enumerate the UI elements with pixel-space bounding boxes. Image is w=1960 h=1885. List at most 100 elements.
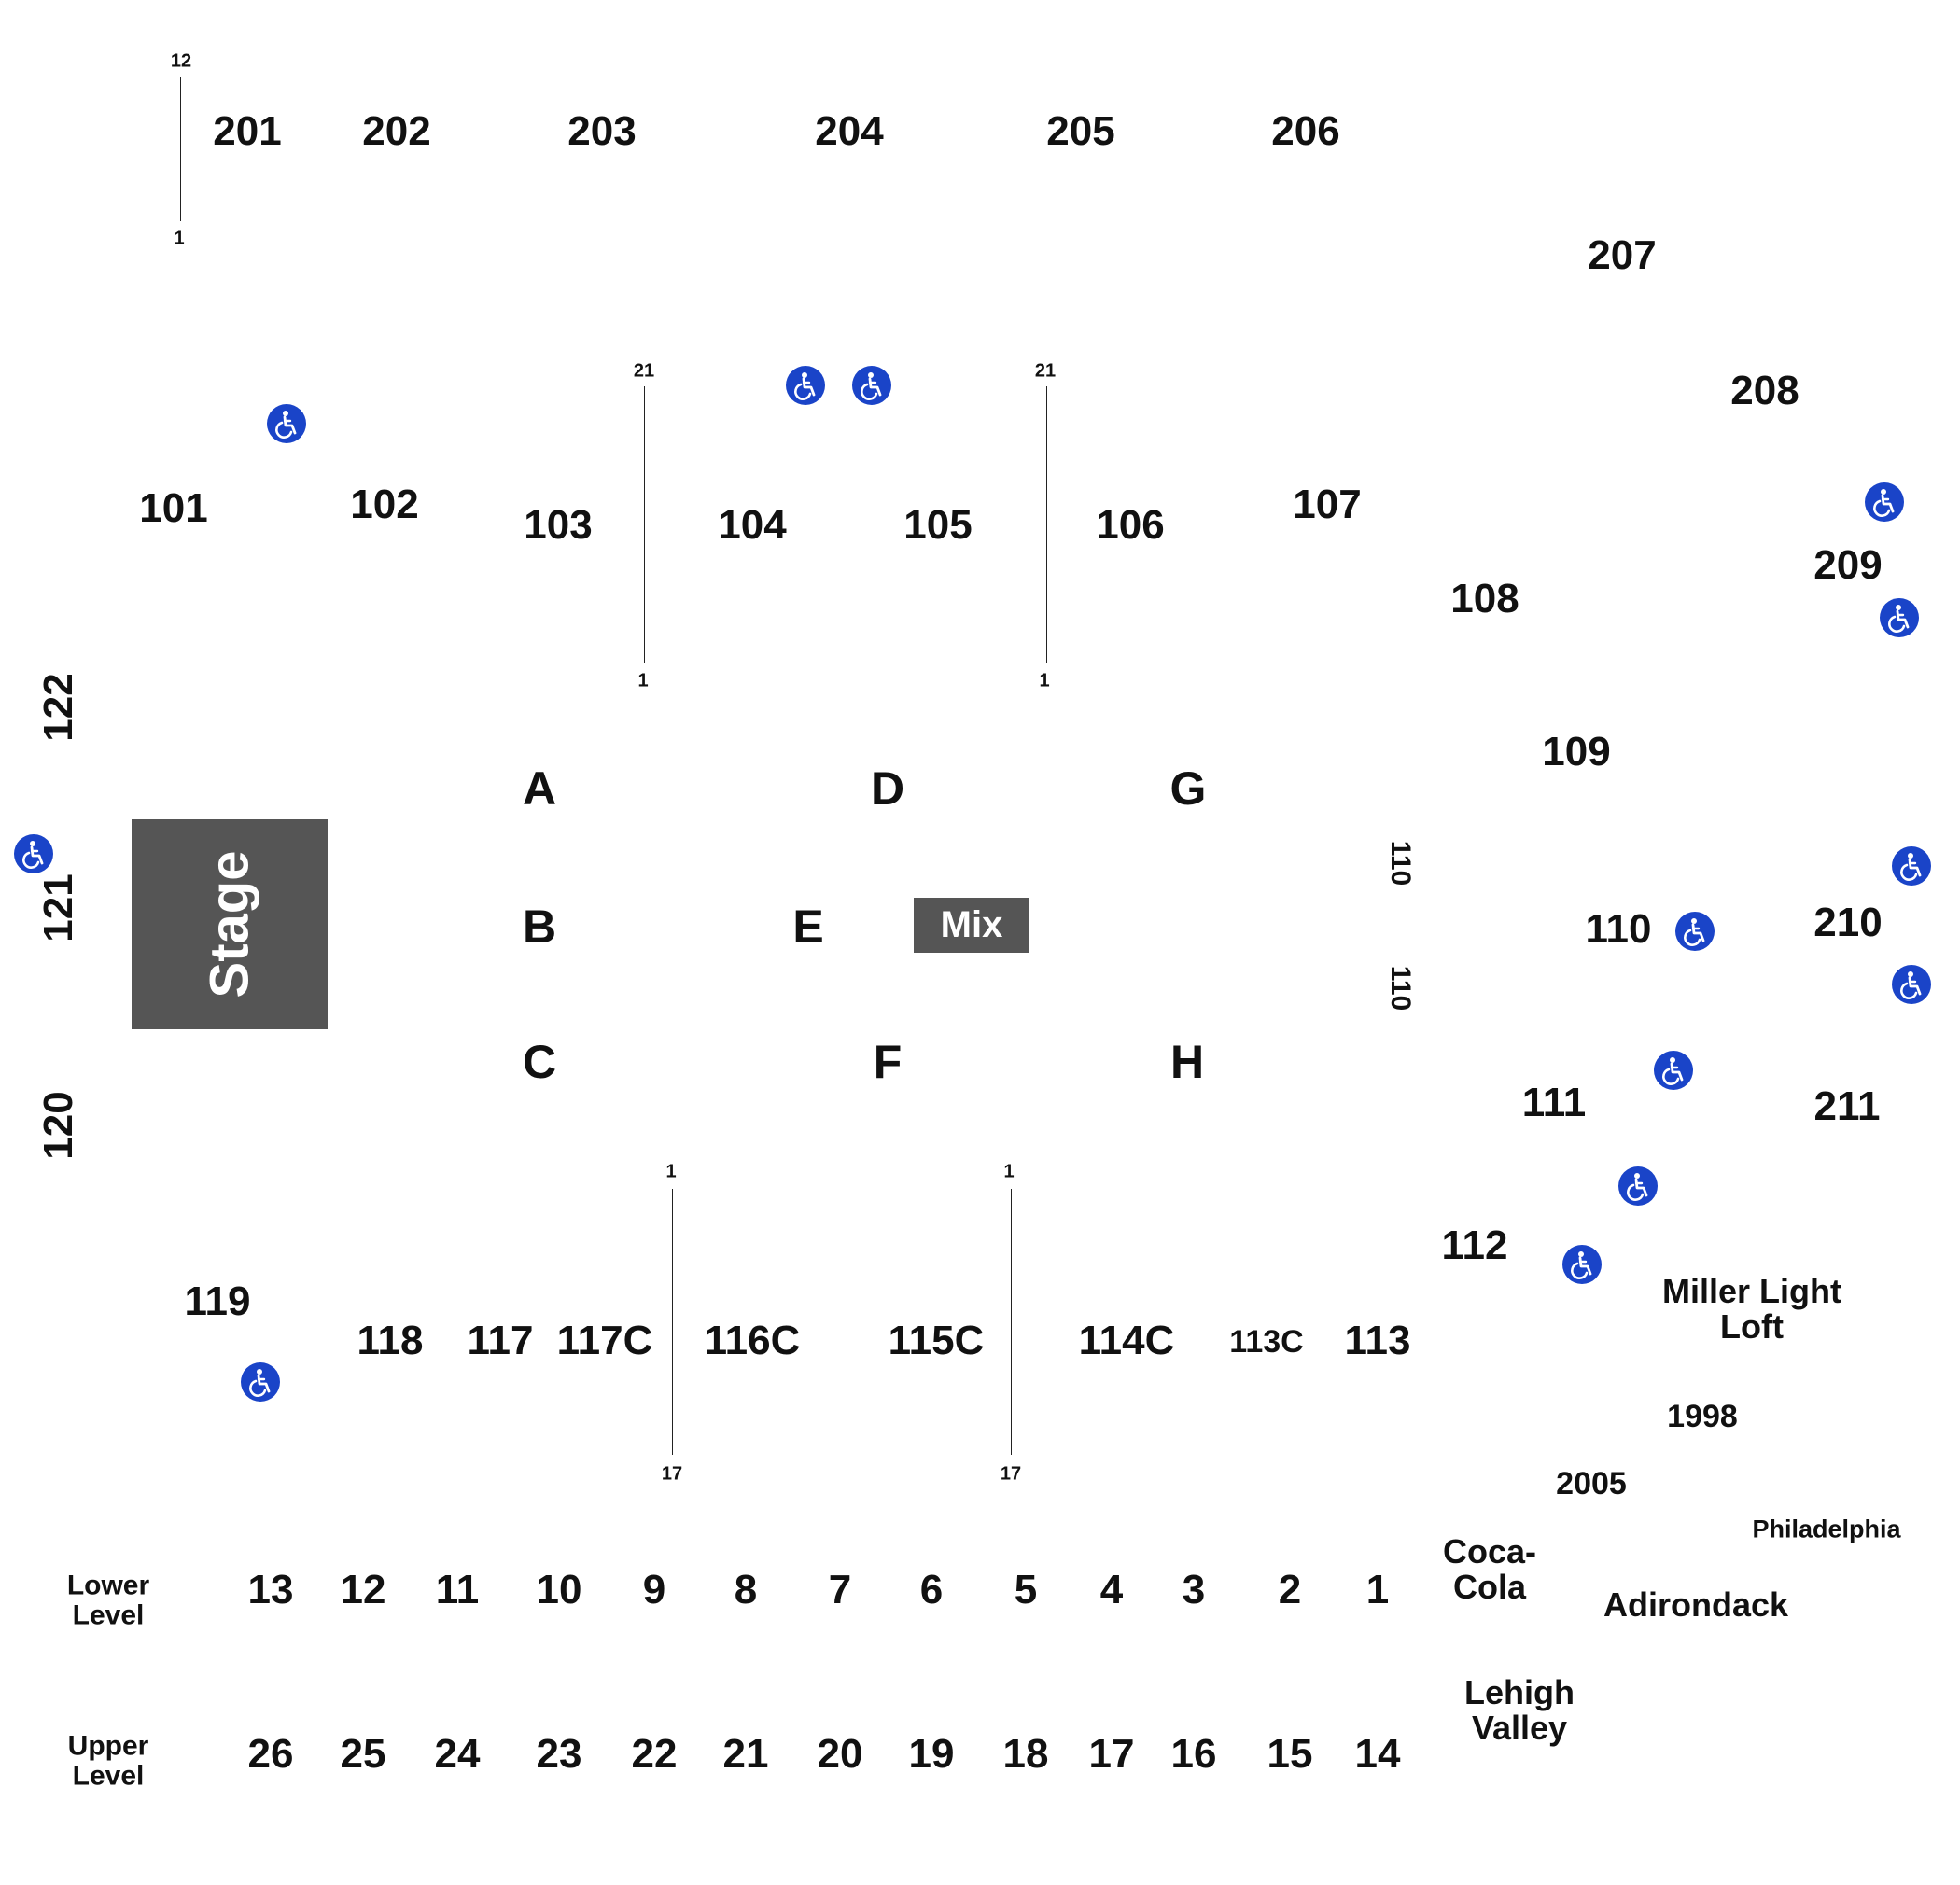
- section-115c[interactable]: 115C: [888, 1318, 985, 1363]
- section-119[interactable]: 119: [184, 1278, 251, 1324]
- wheelchair-icon: [1864, 482, 1905, 523]
- row-marker-top-b-bottom: 1: [1039, 670, 1050, 691]
- stage: Stage: [132, 819, 328, 1029]
- wheelchair-icon: [1653, 1050, 1694, 1091]
- box-3[interactable]: 3: [1182, 1567, 1206, 1613]
- floor-section-d[interactable]: D: [870, 762, 905, 815]
- floor-section-a[interactable]: A: [522, 762, 557, 815]
- section-106[interactable]: 106: [1096, 502, 1165, 548]
- section-112[interactable]: 112: [1441, 1222, 1508, 1268]
- box-2[interactable]: 2: [1278, 1567, 1302, 1613]
- box-19[interactable]: 19: [908, 1731, 955, 1777]
- wheelchair-icon: [851, 365, 892, 406]
- row-marker-bottom-b-top: 1: [1003, 1161, 1015, 1182]
- section-201[interactable]: 201: [213, 108, 282, 154]
- box-13[interactable]: 13: [247, 1567, 294, 1613]
- box-22[interactable]: 22: [631, 1731, 678, 1777]
- row-marker-left-top: 12: [170, 50, 192, 72]
- section-202[interactable]: 202: [362, 108, 431, 154]
- wheelchair-icon: [13, 833, 54, 874]
- section-101[interactable]: 101: [139, 485, 208, 531]
- box-14[interactable]: 14: [1354, 1731, 1401, 1777]
- wheelchair-icon: [266, 403, 307, 444]
- box-5[interactable]: 5: [1014, 1567, 1038, 1613]
- suite-2005[interactable]: 2005: [1556, 1466, 1627, 1501]
- section-103[interactable]: 103: [524, 502, 593, 548]
- section-207[interactable]: 207: [1588, 232, 1657, 278]
- wheelchair-icon: [1891, 845, 1932, 887]
- section-110[interactable]: 110: [1585, 906, 1652, 952]
- box-1[interactable]: 1: [1365, 1567, 1390, 1613]
- section-206[interactable]: 206: [1271, 108, 1340, 154]
- section-105[interactable]: 105: [903, 502, 973, 548]
- row-marker-left-bottom: 1: [174, 228, 185, 249]
- section-111[interactable]: 111: [1521, 1080, 1587, 1125]
- row-marker-bottom-a-top: 1: [665, 1161, 677, 1182]
- section-102[interactable]: 102: [350, 482, 419, 527]
- section-110-side-bottom[interactable]: 110: [1385, 965, 1416, 1012]
- box-8[interactable]: 8: [734, 1567, 758, 1613]
- box-6[interactable]: 6: [919, 1567, 944, 1613]
- section-113c[interactable]: 113C: [1229, 1324, 1304, 1360]
- mix-position: Mix: [914, 898, 1029, 953]
- section-203[interactable]: 203: [567, 108, 637, 154]
- floor-section-b[interactable]: B: [522, 901, 557, 953]
- box-20[interactable]: 20: [817, 1731, 863, 1777]
- section-122[interactable]: 122: [35, 673, 81, 742]
- section-117c[interactable]: 117C: [556, 1318, 653, 1363]
- box-21[interactable]: 21: [722, 1731, 769, 1777]
- section-113[interactable]: 113: [1344, 1318, 1411, 1363]
- section-109[interactable]: 109: [1542, 729, 1611, 775]
- suite-adirondack[interactable]: Adirondack: [1603, 1585, 1789, 1624]
- floor-section-e[interactable]: E: [792, 901, 824, 953]
- section-118[interactable]: 118: [357, 1318, 424, 1363]
- section-107[interactable]: 107: [1293, 482, 1362, 527]
- wheelchair-icon: [240, 1361, 281, 1403]
- section-114c[interactable]: 114C: [1078, 1318, 1175, 1363]
- box-23[interactable]: 23: [536, 1731, 582, 1777]
- box-17[interactable]: 17: [1088, 1731, 1135, 1777]
- box-15[interactable]: 15: [1267, 1731, 1313, 1777]
- box-9[interactable]: 9: [642, 1567, 666, 1613]
- suite-philadelphia[interactable]: Philadelphia: [1752, 1515, 1901, 1543]
- floor-section-g[interactable]: G: [1169, 762, 1207, 815]
- section-117[interactable]: 117: [467, 1318, 534, 1363]
- box-24[interactable]: 24: [434, 1731, 481, 1777]
- section-108[interactable]: 108: [1450, 576, 1519, 621]
- wheelchair-icon: [785, 365, 826, 406]
- row-line-bottom-a: [672, 1189, 673, 1455]
- section-209[interactable]: 209: [1813, 542, 1883, 588]
- suite-miller-light-loft[interactable]: Miller Light Loft: [1662, 1272, 1841, 1346]
- floor-section-f[interactable]: F: [873, 1036, 903, 1088]
- upper-level-label: Upper Level: [67, 1730, 149, 1791]
- row-marker-bottom-b: 17: [1000, 1463, 1022, 1485]
- floor-section-h[interactable]: H: [1169, 1036, 1205, 1088]
- box-18[interactable]: 18: [1002, 1731, 1049, 1777]
- box-4[interactable]: 4: [1099, 1567, 1124, 1613]
- box-25[interactable]: 25: [340, 1731, 386, 1777]
- box-10[interactable]: 10: [536, 1567, 582, 1613]
- section-110-side-top[interactable]: 110: [1385, 840, 1416, 887]
- wheelchair-icon: [1674, 911, 1715, 952]
- box-26[interactable]: 26: [247, 1731, 294, 1777]
- section-104[interactable]: 104: [718, 502, 787, 548]
- suite-coca-cola[interactable]: Coca-Cola: [1442, 1532, 1537, 1606]
- floor-section-c[interactable]: C: [522, 1036, 557, 1088]
- box-16[interactable]: 16: [1170, 1731, 1217, 1777]
- row-marker-top-a: 21: [633, 360, 655, 382]
- section-211[interactable]: 211: [1813, 1083, 1881, 1129]
- suite-1998[interactable]: 1998: [1667, 1399, 1738, 1434]
- section-121[interactable]: 121: [35, 873, 81, 942]
- section-210[interactable]: 210: [1813, 900, 1883, 945]
- section-116c[interactable]: 116C: [704, 1318, 801, 1363]
- box-11[interactable]: 11: [435, 1567, 480, 1613]
- suite-lehigh-valley[interactable]: Lehigh Valley: [1464, 1673, 1575, 1747]
- section-205[interactable]: 205: [1046, 108, 1115, 154]
- box-12[interactable]: 12: [340, 1567, 386, 1613]
- section-120[interactable]: 120: [35, 1091, 81, 1160]
- section-204[interactable]: 204: [815, 108, 884, 154]
- section-208[interactable]: 208: [1730, 368, 1799, 413]
- box-7[interactable]: 7: [828, 1567, 852, 1613]
- lower-level-label: Lower Level: [66, 1570, 150, 1630]
